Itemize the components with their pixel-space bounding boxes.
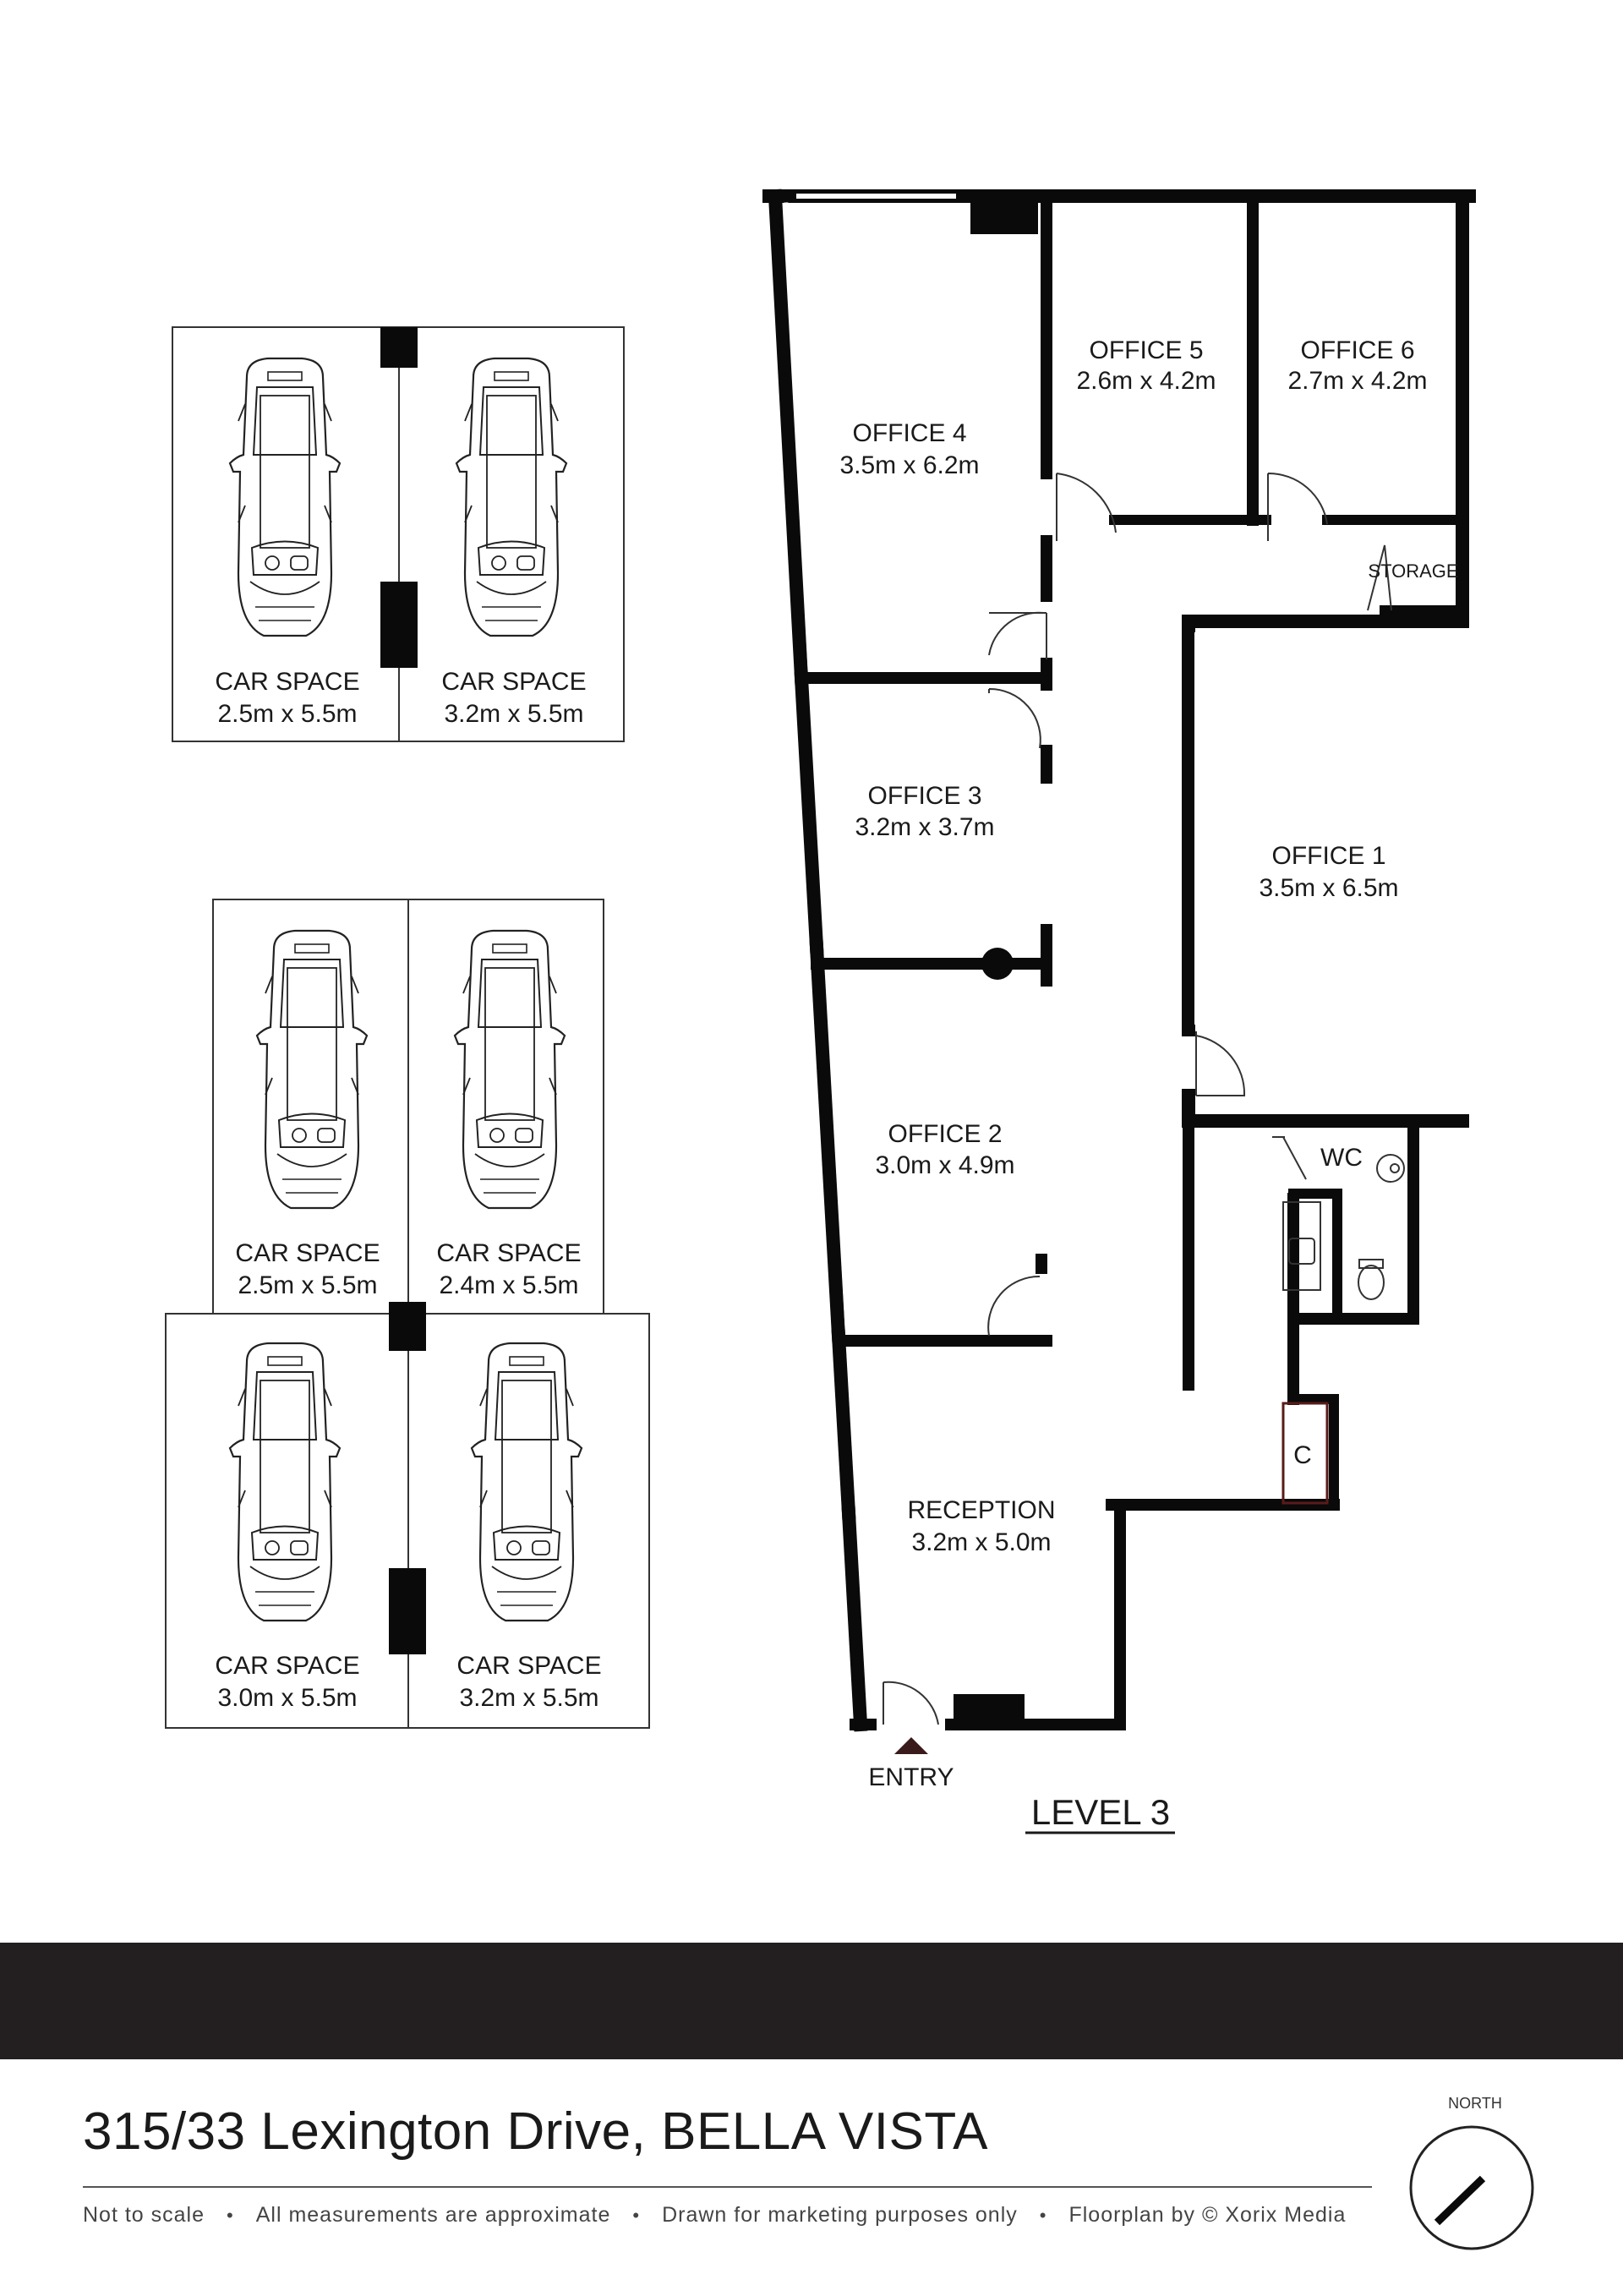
cupboard-label: C <box>1293 1441 1312 1469</box>
office1-size: 3.5m x 6.5m <box>1259 874 1398 902</box>
office4-size: 3.5m x 6.2m <box>839 451 979 479</box>
footer-divider <box>83 2186 1372 2188</box>
car-icon <box>228 1342 342 1622</box>
office4-name: OFFICE 4 <box>852 419 966 447</box>
disclaimer-line: Not to scale • All measurements are appr… <box>83 2203 1346 2228</box>
office3-name: OFFICE 3 <box>867 782 981 810</box>
walls <box>762 189 1476 1732</box>
separator-dot: • <box>227 2204 234 2226</box>
car-icon <box>455 357 568 637</box>
wc-label: WC <box>1320 1144 1363 1172</box>
car-icon <box>228 357 342 637</box>
office3-size: 3.2m x 3.7m <box>855 813 994 841</box>
compass-icon <box>1409 2125 1534 2250</box>
car-space-2-size: 3.2m x 5.5m <box>444 700 583 728</box>
property-address: 315/33 Lexington Drive, BELLA VISTA <box>83 2102 988 2161</box>
car-space-4-size: 2.4m x 5.5m <box>439 1271 578 1299</box>
car-space-2-name: CAR SPACE <box>441 668 586 696</box>
car-space-5-name: CAR SPACE <box>215 1652 359 1680</box>
car-space-6-size: 3.2m x 5.5m <box>459 1684 598 1712</box>
office1-name: OFFICE 1 <box>1271 842 1385 870</box>
car-icon <box>453 929 566 1210</box>
separator-dot: • <box>632 2204 641 2226</box>
car-space-1-name: CAR SPACE <box>215 668 359 696</box>
door-swings <box>883 472 1392 1725</box>
entry-arrow-icon <box>894 1737 928 1754</box>
car-icon <box>255 929 369 1210</box>
reception-size: 3.2m x 5.0m <box>911 1528 1051 1556</box>
car-block-top <box>172 326 625 742</box>
bathroom-fixtures <box>1282 1154 1405 1300</box>
floor-plan: OFFICE 4 3.5m x 6.2m OFFICE 5 2.6m x 4.2… <box>165 189 1476 1834</box>
office5-name: OFFICE 5 <box>1089 336 1203 364</box>
entry-label: ENTRY <box>868 1763 954 1791</box>
footer-band <box>0 1943 1623 2059</box>
car-space-1-size: 2.5m x 5.5m <box>217 700 357 728</box>
reception-name: RECEPTION <box>907 1496 1055 1524</box>
disclaimer-credit: Floorplan by © Xorix Media <box>1068 2203 1347 2227</box>
disclaimer-scale: Not to scale <box>83 2203 205 2227</box>
car-icon <box>470 1342 583 1622</box>
office6-name: OFFICE 6 <box>1300 336 1414 364</box>
car-space-4-name: CAR SPACE <box>436 1239 581 1267</box>
car-space-5-size: 3.0m x 5.5m <box>217 1684 357 1712</box>
storage-label: STORAGE <box>1368 560 1458 582</box>
car-space-6-name: CAR SPACE <box>456 1652 601 1680</box>
level-label: LEVEL 3 <box>1031 1792 1170 1832</box>
disclaimer-measurements: All measurements are approximate <box>255 2203 611 2227</box>
car-space-3-name: CAR SPACE <box>235 1239 380 1267</box>
car-block-bottom <box>165 1302 650 1729</box>
office6-size: 2.7m x 4.2m <box>1287 367 1427 395</box>
office5-size: 2.6m x 4.2m <box>1076 367 1216 395</box>
north-label: NORTH <box>1448 2095 1502 2112</box>
office2-name: OFFICE 2 <box>888 1120 1002 1148</box>
separator-dot: • <box>1039 2204 1047 2226</box>
office2-size: 3.0m x 4.9m <box>875 1151 1014 1179</box>
disclaimer-marketing: Drawn for marketing purposes only <box>662 2203 1018 2227</box>
car-space-3-size: 2.5m x 5.5m <box>238 1271 377 1299</box>
